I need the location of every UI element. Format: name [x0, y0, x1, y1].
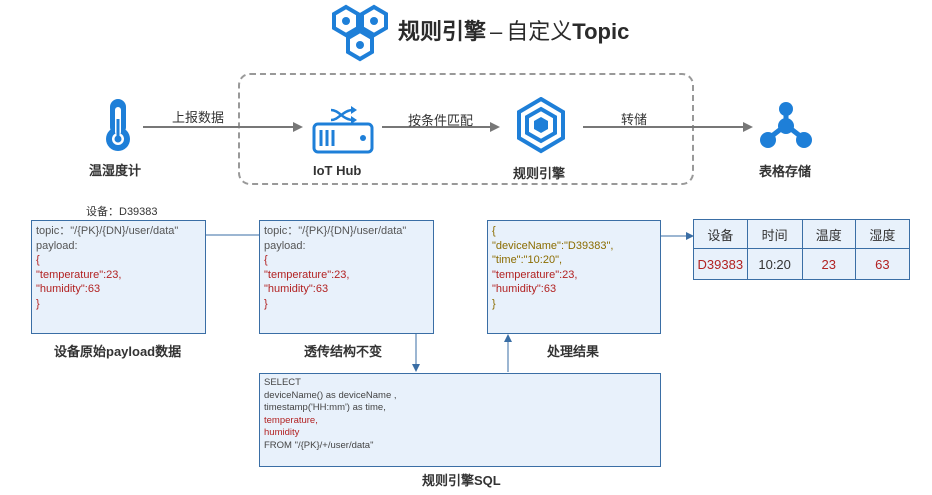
rule-engine-icon — [517, 97, 565, 154]
sql-caption: 规则引擎SQL — [422, 473, 501, 488]
report-edge-label: 上报数据 — [172, 110, 225, 125]
sql-box: SELECT deviceName() as deviceName , time… — [259, 373, 661, 467]
thermometer-icon — [106, 99, 130, 151]
passthrough-box: topic："/{PK}/{DN}/user/data" payload: { … — [259, 220, 434, 334]
result-table: 设备 时间 温度 湿度 D39383 10:20 23 63 — [693, 219, 911, 280]
pass-payload-line: payload: — [264, 239, 306, 252]
device-id-label: 设备：D39383 — [86, 206, 158, 218]
rule-engine-logo-icon — [332, 4, 388, 62]
result-close-brace: } — [492, 297, 496, 310]
result-temperature-line: "temperature":23, — [492, 268, 578, 281]
iot-hub-icon — [312, 106, 374, 154]
table-cell: 23 — [801, 248, 856, 280]
result-table-row: D39383 10:20 23 63 — [693, 248, 911, 280]
pass-topic-line: topic："/{PK}/{DN}/user/data" — [264, 225, 407, 237]
store-edge-label: 转储 — [621, 112, 648, 127]
table-storage-icon — [760, 102, 812, 148]
report-arrow — [143, 122, 303, 132]
passthrough-caption: 透传结构不变 — [304, 344, 383, 359]
result-table-header: 设备 时间 温度 湿度 — [693, 219, 911, 249]
result-humidity-line: "humidity":63 — [492, 283, 557, 295]
raw-temperature-line: "temperature":23, — [36, 268, 122, 281]
sql-line-humidity: humidity — [264, 427, 300, 438]
store-arrow — [583, 122, 753, 132]
result-time-line: "time":"10:20", — [492, 254, 563, 266]
page-title: 规则引擎–自定义Topic — [398, 19, 630, 44]
result-caption: 处理结果 — [547, 344, 600, 359]
cloud-group-frame — [238, 73, 694, 185]
table-header-cell: 湿度 — [854, 219, 911, 249]
table-header-cell: 设备 — [693, 219, 748, 249]
raw-humidity-line: "humidity":63 — [36, 283, 101, 295]
sql-line-devicename: deviceName() as deviceName , — [264, 389, 397, 401]
thermometer-label: 温湿度计 — [89, 163, 142, 178]
pass-open-brace: { — [264, 254, 268, 266]
table-storage-label: 表格存储 — [759, 164, 812, 179]
sql-line-from: FROM "/{PK}/+/user/data" — [264, 439, 374, 451]
table-header-cell: 时间 — [746, 219, 803, 249]
sql-line-temperature: temperature, — [264, 414, 318, 426]
pass-temperature-line: "temperature":23, — [264, 268, 350, 281]
pass-humidity-line: "humidity":63 — [264, 283, 329, 295]
match-edge-label: 按条件匹配 — [408, 113, 474, 128]
table-cell: D39383 — [693, 248, 748, 280]
sql-line-select: SELECT — [264, 377, 301, 388]
table-cell: 10:20 — [746, 248, 803, 280]
raw-payload-line: payload: — [36, 239, 78, 252]
table-cell: 63 — [854, 248, 911, 280]
raw-payload-box: topic："/{PK}/{DN}/user/data" payload: { … — [31, 220, 206, 334]
rule-engine-label: 规则引擎 — [513, 166, 566, 181]
pass-close-brace: } — [264, 297, 268, 310]
result-box: { "deviceName":"D39383", "time":"10:20",… — [487, 220, 661, 334]
result-open-brace: { — [492, 225, 496, 237]
match-arrow — [382, 122, 500, 132]
table-header-cell: 温度 — [801, 219, 856, 249]
raw-topic-line: topic："/{PK}/{DN}/user/data" — [36, 225, 179, 237]
sql-line-time: timestamp('HH:mm') as time, — [264, 402, 386, 413]
result-device-name-line: "deviceName":"D39383", — [492, 239, 614, 252]
raw-payload-caption: 设备原始payload数据 — [54, 344, 182, 359]
raw-close-brace: } — [36, 297, 40, 310]
iot-hub-label: IoT Hub — [313, 163, 362, 178]
raw-open-brace: { — [36, 254, 40, 266]
